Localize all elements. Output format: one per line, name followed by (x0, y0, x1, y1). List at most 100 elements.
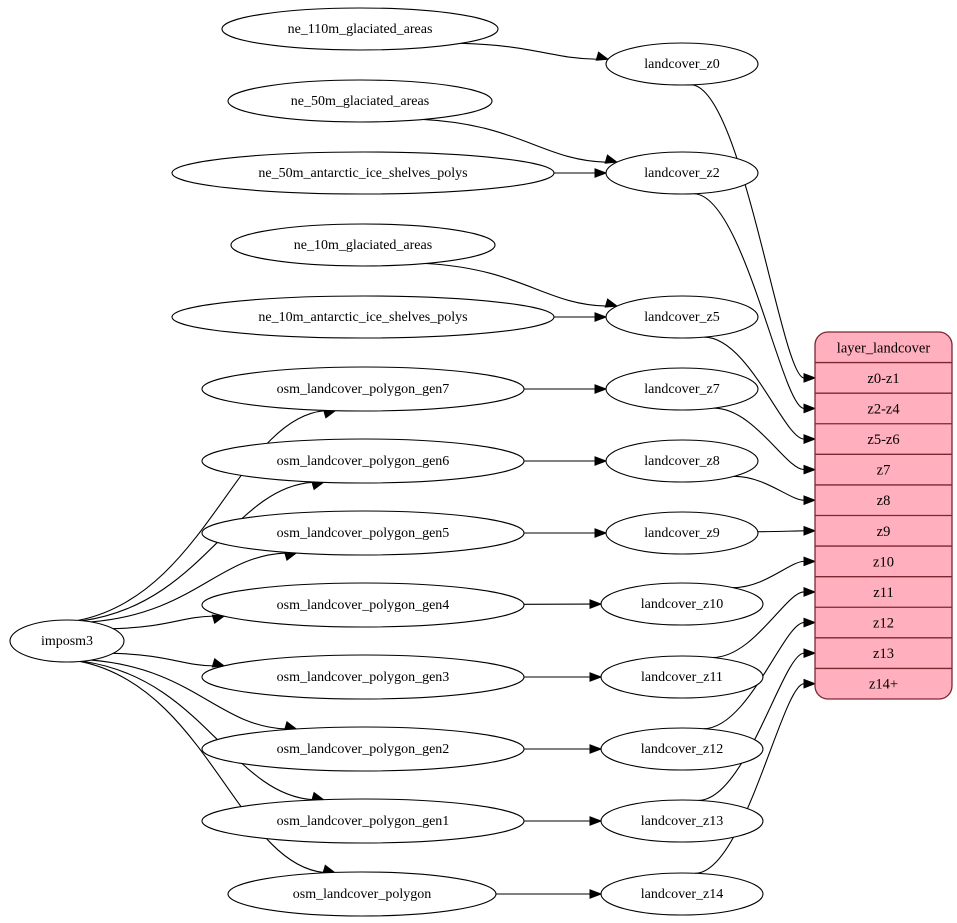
node-shape (600, 582, 764, 626)
graph-node-landcover_z9[interactable]: landcover_z9 (605, 511, 759, 555)
graph-edge-landcover_z13-to-layer_landcover_z13 (698, 648, 817, 801)
edge-line (423, 118, 606, 163)
graph-edge-osm_landcover_polygon_gen4-to-landcover_z10 (523, 599, 603, 610)
node-shape (9, 619, 125, 663)
node-label: landcover_z5 (644, 310, 719, 325)
node-shape (201, 654, 525, 700)
graph-node-landcover_z10[interactable]: landcover_z10 (600, 582, 764, 626)
graph-node-osm_landcover_polygon_gen6[interactable]: osm_landcover_polygon_gen6 (201, 438, 525, 484)
graph-node-landcover_z8[interactable]: landcover_z8 (605, 439, 759, 483)
node-shape (605, 367, 759, 411)
node-label: landcover_z10 (641, 597, 723, 612)
table-row-label[interactable]: z12 (873, 616, 894, 632)
edge-arrowhead (803, 587, 817, 597)
node-shape (201, 798, 525, 844)
graph-node-osm_landcover_polygon_gen5[interactable]: osm_landcover_polygon_gen5 (201, 510, 525, 556)
node-label: landcover_z14 (641, 887, 723, 902)
graph-edge-landcover_z10-to-layer_landcover_z10 (732, 556, 817, 589)
edge-line (425, 262, 607, 307)
node-shape (201, 366, 525, 412)
node-shape (600, 655, 764, 699)
table-row-label[interactable]: z14+ (869, 677, 898, 693)
graph-node-landcover_z2[interactable]: landcover_z2 (605, 151, 759, 195)
table-row-label[interactable]: z13 (873, 646, 894, 662)
graph-node-landcover_z13[interactable]: landcover_z13 (600, 799, 764, 843)
edge-line (113, 652, 214, 667)
node-label: ne_10m_antarctic_ice_shelves_polys (258, 310, 467, 325)
table-row-label[interactable]: z10 (873, 554, 894, 570)
node-label: landcover_z8 (644, 454, 719, 469)
table-row-label[interactable]: z9 (877, 524, 891, 540)
node-label: osm_landcover_polygon_gen6 (277, 454, 450, 469)
graph-edge-osm_landcover_polygon_gen2-to-landcover_z12 (524, 744, 603, 754)
table-row-label[interactable]: z2-z4 (867, 401, 900, 417)
table-row-label[interactable]: z7 (877, 463, 891, 479)
node-label: osm_landcover_polygon_gen4 (277, 598, 450, 613)
graph-node-osm_landcover_polygon[interactable]: osm_landcover_polygon (227, 871, 497, 917)
node-shape (605, 511, 759, 555)
edge-arrowhead (803, 464, 817, 475)
edge-line (460, 42, 597, 60)
graph-edge-imposm3-to-osm_landcover_polygon_gen5 (90, 551, 298, 623)
edge-arrowhead (803, 525, 817, 536)
graph-edge-landcover_z14-to-layer_landcover_z14_ (695, 678, 817, 874)
edge-line (757, 530, 805, 533)
node-shape (171, 151, 555, 195)
edge-line (733, 475, 805, 501)
layer-landcover-record[interactable]: layer_landcover z0-z1 z2-z4 z5-z6 z7 z8 z9 z10 z… (814, 331, 953, 700)
table-row-label[interactable]: z8 (877, 493, 891, 509)
graph-edge-landcover_z2-to-layer_landcover_z2-z4 (693, 193, 817, 414)
graph-node-osm_landcover_polygon_gen1[interactable]: osm_landcover_polygon_gen1 (201, 798, 525, 844)
table-header-label: layer_landcover (837, 340, 931, 356)
graph-node-ne_50m_antarctic_ice_shelves_polys[interactable]: ne_50m_antarctic_ice_shelves_polys (171, 151, 555, 195)
graph-edge-ne_110m_glaciated_areas-to-landcover_z0 (460, 42, 610, 61)
graph-edge-imposm3-to-osm_landcover_polygon_gen3 (113, 652, 226, 668)
graph-node-osm_landcover_polygon_gen7[interactable]: osm_landcover_polygon_gen7 (201, 366, 525, 412)
graph-node-landcover_z12[interactable]: landcover_z12 (600, 727, 764, 771)
edge-arrowhead (594, 168, 608, 178)
node-shape (227, 871, 497, 917)
graph-node-landcover_z14[interactable]: landcover_z14 (600, 872, 764, 916)
node-label: osm_landcover_polygon_gen2 (277, 742, 450, 757)
graph-node-landcover_z7[interactable]: landcover_z7 (605, 367, 759, 411)
edge-arrowhead (803, 648, 817, 659)
table-row-label[interactable]: z5-z6 (867, 432, 899, 448)
node-label: osm_landcover_polygon_gen1 (277, 814, 450, 829)
edge-line (82, 660, 313, 801)
edge-line (79, 660, 324, 874)
edge-line (695, 683, 805, 874)
node-label: ne_50m_glaciated_areas (291, 94, 429, 109)
edge-line (77, 410, 325, 621)
node-shape (230, 223, 496, 267)
graph-node-osm_landcover_polygon_gen2[interactable]: osm_landcover_polygon_gen2 (201, 726, 525, 772)
edge-arrowhead (803, 403, 817, 414)
node-shape (605, 42, 759, 86)
node-label: osm_landcover_polygon_gen7 (277, 382, 450, 397)
table-row-label[interactable]: z0-z1 (867, 371, 899, 387)
graph-edge-ne_50m_antarctic_ice_shelves_polys-to-landcover_z2 (554, 168, 608, 178)
node-shape (201, 510, 525, 556)
node-shape (600, 872, 764, 916)
table-row-label[interactable]: z11 (873, 585, 893, 601)
edge-arrowhead (211, 614, 226, 625)
graph-node-ne_10m_antarctic_ice_shelves_polys[interactable]: ne_10m_antarctic_ice_shelves_polys (171, 295, 555, 339)
edge-arrowhead (595, 51, 610, 61)
node-label: ne_110m_glaciated_areas (288, 22, 433, 37)
node-shape (605, 295, 759, 339)
edge-line (713, 407, 805, 471)
graph-node-imposm3[interactable]: imposm3 (9, 619, 125, 663)
edge-arrowhead (211, 657, 226, 668)
layer-landcover-table: layer_landcover z0-z1 z2-z4 z5-z6 z7 z8 z9 z10 z… (814, 331, 953, 700)
graph-node-landcover_z5[interactable]: landcover_z5 (605, 295, 759, 339)
graph-node-landcover_z0[interactable]: landcover_z0 (605, 42, 759, 86)
graph-node-ne_50m_glaciated_areas[interactable]: ne_50m_glaciated_areas (227, 79, 493, 123)
edge-arrowhead (803, 372, 817, 383)
edge-arrowhead (803, 495, 817, 506)
graph-node-osm_landcover_polygon_gen3[interactable]: osm_landcover_polygon_gen3 (201, 654, 525, 700)
graph-node-landcover_z11[interactable]: landcover_z11 (600, 655, 764, 699)
graph-node-ne_110m_glaciated_areas[interactable]: ne_110m_glaciated_areas (221, 7, 499, 51)
graph-node-ne_10m_glaciated_areas[interactable]: ne_10m_glaciated_areas (230, 223, 496, 267)
edge-line (698, 652, 805, 801)
graph-node-osm_landcover_polygon_gen4[interactable]: osm_landcover_polygon_gen4 (201, 582, 525, 628)
